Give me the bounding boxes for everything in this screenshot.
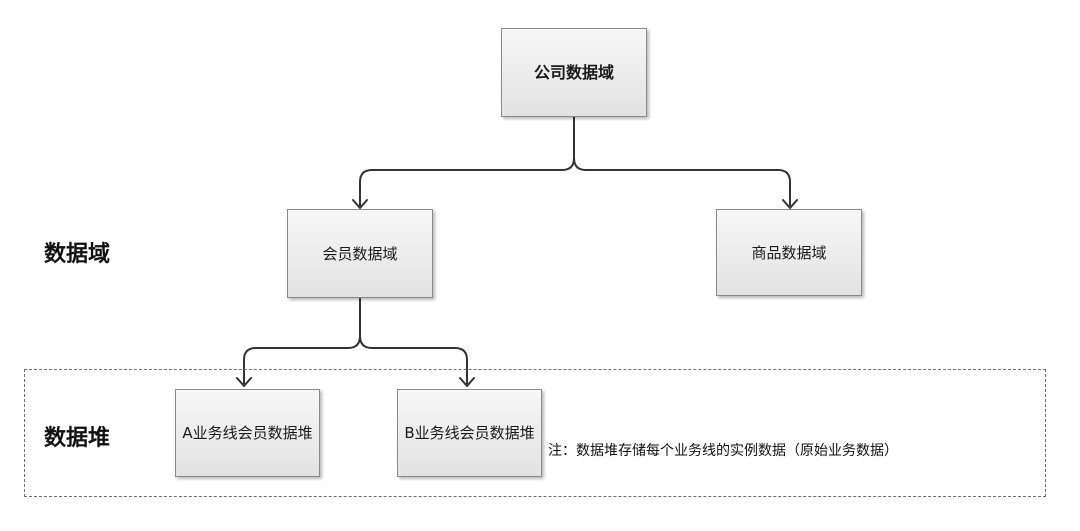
data-heap-region (24, 369, 1046, 497)
connector-member-to-heap-b (359, 335, 468, 384)
node-member-data-domain: 会员数据域 (287, 209, 433, 298)
connector-root-to-product (573, 157, 791, 206)
arrowhead-member (352, 199, 368, 209)
arrowhead-heap-b (459, 377, 475, 387)
connector-member-to-heap-a (243, 298, 361, 384)
node-a-line-member-heap: A业务线会员数据堆 (175, 389, 320, 477)
node-company-data-domain: 公司数据域 (501, 28, 647, 117)
note-text: 注：数据堆存储每个业务线的实例数据（原始业务数据） (548, 443, 898, 459)
arrowhead-product (782, 199, 798, 209)
arrowhead-heap-a (236, 377, 252, 387)
node-b-line-member-heap: B业务线会员数据堆 (397, 389, 542, 477)
node-product-data-domain: 商品数据域 (716, 209, 862, 296)
connector-root-to-member (359, 117, 575, 206)
label-data-heap: 数据堆 (44, 426, 111, 451)
label-data-domain: 数据域 (44, 242, 111, 267)
